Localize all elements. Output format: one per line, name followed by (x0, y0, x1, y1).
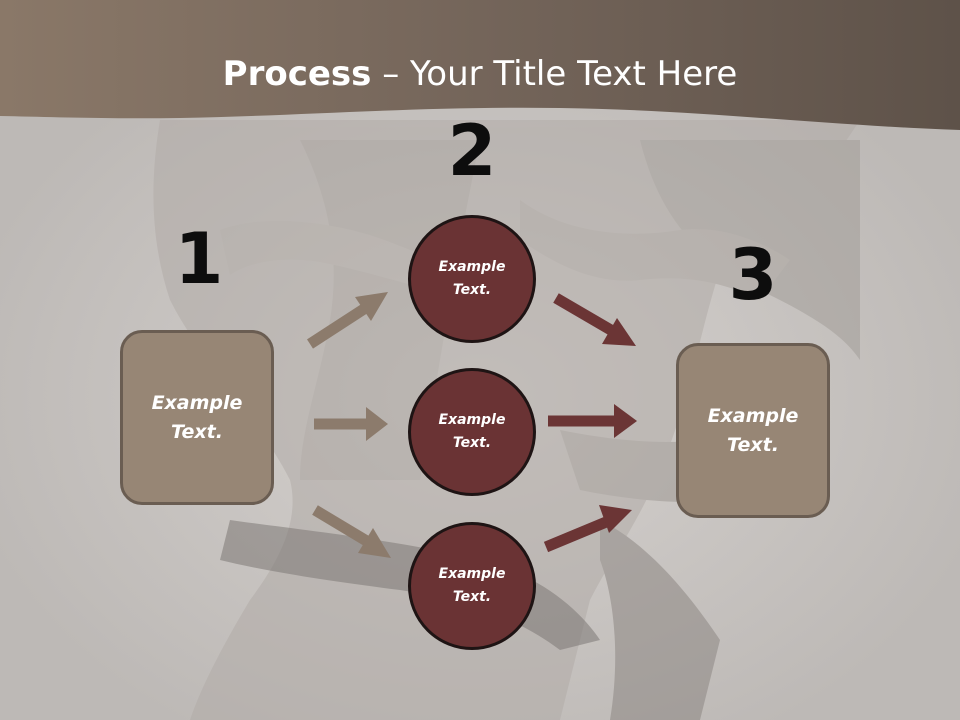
title-bold: Process (222, 54, 372, 94)
circle-1-text: Example Text. (438, 259, 506, 298)
step-number-1: 1 (174, 218, 224, 300)
circle-3-text: Example Text. (438, 566, 506, 605)
right-arrows (543, 293, 637, 553)
step-number-2: 2 (447, 110, 497, 192)
arrow-circle-1-to-right (553, 293, 636, 346)
title-rest: Your Title Text Here (410, 54, 738, 94)
circle-2: Example Text. (408, 368, 536, 496)
title-separator: – (371, 54, 411, 94)
circle-1: Example Text. (408, 215, 536, 343)
arrow-left-to-circle-3 (312, 505, 391, 558)
left-arrows (307, 292, 391, 558)
circle-3: Example Text. (408, 522, 536, 650)
left-box: Example Text. (120, 330, 274, 505)
header-band (0, 0, 960, 130)
left-box-text: Example Text. (151, 391, 243, 443)
right-box-text: Example Text. (707, 404, 799, 456)
arrow-left-to-circle-2 (314, 407, 388, 441)
arrow-circle-3-to-right (543, 505, 632, 553)
step-number-3: 3 (728, 234, 778, 316)
circle-2-text: Example Text. (438, 412, 506, 451)
slide-title: Process – Your Title Text Here (0, 52, 960, 96)
arrow-left-to-circle-1 (307, 292, 388, 349)
right-box: Example Text. (676, 343, 830, 518)
arrow-circle-2-to-right (548, 404, 637, 438)
